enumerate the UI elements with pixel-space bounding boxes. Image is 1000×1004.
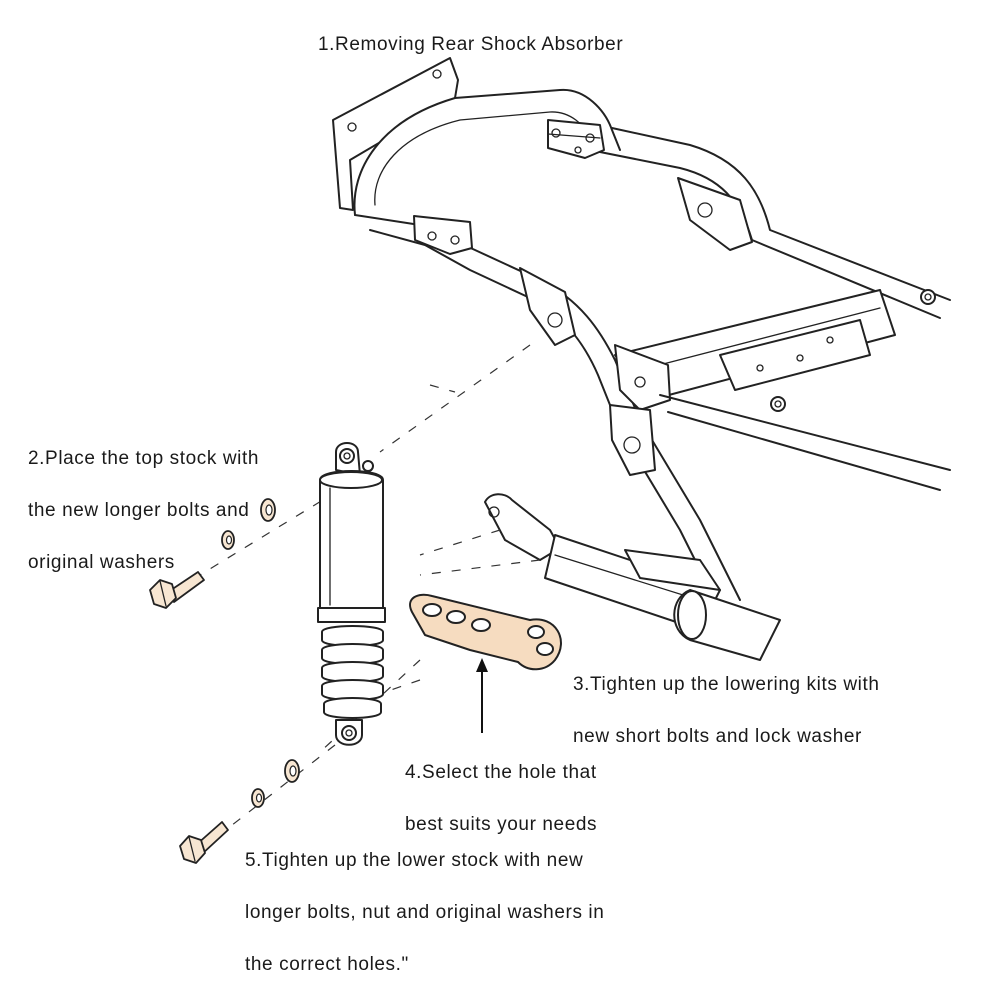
step1-caption: 1.Removing Rear Shock Absorber — [318, 6, 623, 84]
rear-shock-absorber-icon — [317, 442, 386, 746]
washer-icon — [221, 498, 276, 550]
step5-line-2: longer bolts, nut and original washers i… — [245, 902, 605, 923]
lower-washer-icon — [251, 759, 300, 808]
step1-line: 1.Removing Rear Shock Absorber — [318, 34, 624, 55]
step5-caption: 5.Tighten up the lower stock with new lo… — [245, 822, 604, 1004]
step2-line-3: original washers — [28, 552, 175, 573]
step2-line-2: the new longer bolts and — [28, 500, 250, 521]
lower-bolt-icon — [179, 821, 229, 864]
step4-caption: 4.Select the hole that best suits your n… — [405, 734, 597, 864]
bolt-icon — [149, 571, 205, 609]
step3-caption: 3.Tighten up the lowering kits with new … — [573, 646, 880, 776]
step5-line-3: the correct holes." — [245, 954, 409, 975]
step2-line-1: 2.Place the top stock with — [28, 448, 260, 469]
step5-line-1: 5.Tighten up the lower stock with new — [245, 850, 584, 871]
diagram-drawing — [149, 57, 951, 864]
step3-line-1: 3.Tighten up the lowering kits with — [573, 674, 880, 695]
pointer-arrow-icon — [476, 658, 488, 733]
assembly-diagram: 1.Removing Rear Shock Absorber 2.Place t… — [28, 6, 951, 975]
step3-line-2: new short bolts and lock washer — [573, 726, 862, 747]
lowering-kit-bracket-icon — [409, 593, 562, 671]
step4-line-2: best suits your needs — [405, 814, 598, 835]
step4-line-1: 4.Select the hole that — [405, 762, 597, 783]
motorcycle-rear-frame-icon — [332, 57, 951, 661]
step2-caption: 2.Place the top stock with the new longe… — [28, 420, 259, 602]
